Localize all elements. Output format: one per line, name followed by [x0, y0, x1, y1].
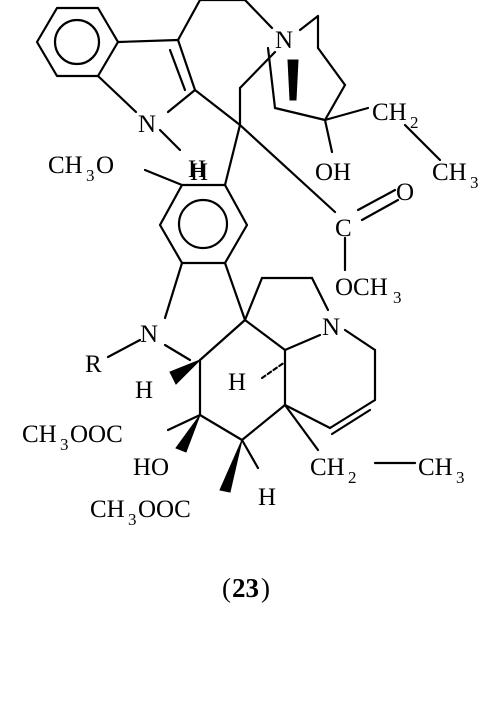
atom-label-ch3o: CH: [48, 152, 83, 179]
bond: [193, 88, 242, 127]
indole-benzene-ring: [35, 6, 120, 78]
atom-label-n-right: N: [322, 314, 340, 341]
atom-label-ester1-b: OOC: [70, 421, 123, 448]
bond: [238, 123, 337, 214]
bond: [356, 188, 397, 212]
bond: [163, 261, 184, 320]
bond: [283, 333, 322, 352]
bond: [323, 118, 334, 154]
atom-label-h-arom: H: [190, 159, 208, 186]
bond: [328, 398, 377, 430]
wedge-bond: [169, 359, 201, 385]
bond: [298, 14, 320, 32]
bond: [166, 413, 202, 432]
atom-label-n-vindoline: N: [140, 321, 158, 348]
compound-caption: ( 23 ): [222, 573, 270, 603]
bond: [198, 413, 244, 442]
atom-label-h-left: H: [135, 377, 153, 404]
bond: [260, 360, 287, 380]
bond: [360, 198, 400, 222]
atom-label-ethyl-ch2: CH: [310, 454, 345, 481]
bond: [96, 74, 138, 114]
indole-aromatic-circle: [53, 18, 101, 66]
bond: [283, 403, 332, 430]
bond: [166, 88, 197, 114]
atom-label-ch3o-tail: O: [96, 152, 114, 179]
bond: [143, 168, 184, 187]
bond: [223, 123, 242, 187]
bond: [243, 276, 264, 322]
atom-label-ester1-sub: 3: [60, 435, 69, 454]
vindoline-benzene-ring: [158, 183, 249, 265]
atom-label-ch3-upper: CH: [432, 159, 467, 186]
bond: [198, 318, 247, 362]
atom-label-ch2-upper-sub: 2: [410, 113, 419, 132]
bond: [176, 38, 197, 92]
wedge-bond: [287, 59, 299, 101]
bond: [238, 50, 277, 90]
atom-label-ester2-b: OOC: [138, 496, 191, 523]
bonds: [35, 0, 442, 470]
bond: [310, 276, 330, 312]
atom-label-n-upper: N: [275, 27, 293, 54]
atom-label-n-indole: N: [138, 111, 156, 138]
bond: [168, 48, 187, 92]
atom-label-ethyl-ch2-sub: 2: [348, 468, 357, 487]
atom-label-oh-upper: OH: [315, 159, 351, 186]
atom-label-c-ester: C: [335, 215, 352, 242]
atom-label-och3: OCH: [335, 274, 388, 301]
bond: [403, 123, 442, 162]
bond: [323, 83, 347, 122]
bond: [163, 343, 192, 362]
bond: [106, 338, 142, 359]
atom-label-ester1: CH: [22, 421, 57, 448]
vindoline-aromatic-circle: [177, 198, 229, 250]
bond: [116, 38, 180, 44]
wedge-bond: [219, 439, 243, 493]
atom-label-h-bottom: H: [258, 484, 276, 511]
atom-label-o-carbonyl: O: [396, 179, 414, 206]
atom-label-ester2-sub: 3: [128, 510, 137, 529]
bond: [240, 403, 287, 442]
atom-label-h-mid: H: [228, 369, 246, 396]
atom-label-ester2: CH: [90, 496, 125, 523]
wedge-bond: [175, 414, 201, 453]
bond: [240, 438, 260, 470]
atom-label-h-indole: H: [188, 156, 206, 183]
atom-label-ethyl-ch3-sub: 3: [456, 468, 465, 487]
bond: [176, 0, 202, 42]
atom-label-ch2-upper: CH: [372, 99, 407, 126]
bond: [243, 318, 287, 352]
bond: [273, 106, 327, 122]
atom-label-r: R: [85, 351, 102, 378]
bond: [343, 328, 377, 352]
atom-labels: N H N CH 2 CH 3 OH O C OCH 3 CH 3 O H N …: [22, 27, 479, 529]
bond: [243, 0, 274, 30]
bond: [283, 403, 320, 452]
atom-label-ch3o-sub: 3: [86, 166, 95, 185]
bond: [223, 261, 247, 322]
wedge-bonds: [169, 59, 299, 493]
caption-compound-number: 23: [232, 573, 259, 603]
atom-label-och3-sub: 3: [393, 288, 402, 307]
caption-open-paren: (: [222, 573, 231, 603]
bond: [316, 46, 347, 87]
atom-label-ho: HO: [133, 454, 169, 481]
atom-label-ethyl-ch3: CH: [418, 454, 453, 481]
bond: [330, 408, 372, 436]
atom-label-ch3-upper-sub: 3: [470, 173, 479, 192]
bond: [158, 128, 182, 152]
caption-close-paren: ): [261, 573, 270, 603]
bond: [323, 106, 370, 122]
